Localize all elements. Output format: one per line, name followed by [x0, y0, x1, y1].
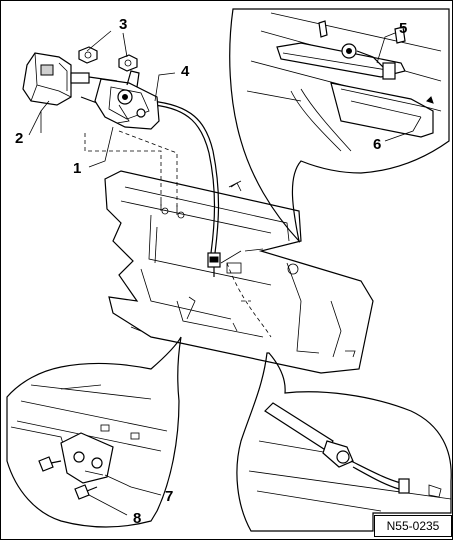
- leader-lines: [28, 30, 422, 516]
- detail-circle-bottom-right: [236, 352, 452, 532]
- callout-1: 1: [73, 160, 81, 177]
- detail-circle-top: [229, 8, 450, 243]
- assembly-lines: [84, 130, 272, 338]
- lock-assembly: [22, 46, 160, 130]
- callout-7: 7: [165, 488, 173, 505]
- callout-6: 6: [373, 136, 381, 153]
- callout-2: 2: [15, 130, 23, 147]
- tailgate-panel: [104, 170, 374, 374]
- bowden-cable: [150, 100, 242, 277]
- detail-circle-bottom-left: [6, 336, 182, 528]
- callout-5: 5: [399, 20, 407, 37]
- callout-3: 3: [119, 16, 127, 33]
- callout-4: 4: [181, 63, 190, 80]
- callout-8: 8: [133, 510, 141, 527]
- figure-reference-code: N55-0235: [374, 515, 452, 537]
